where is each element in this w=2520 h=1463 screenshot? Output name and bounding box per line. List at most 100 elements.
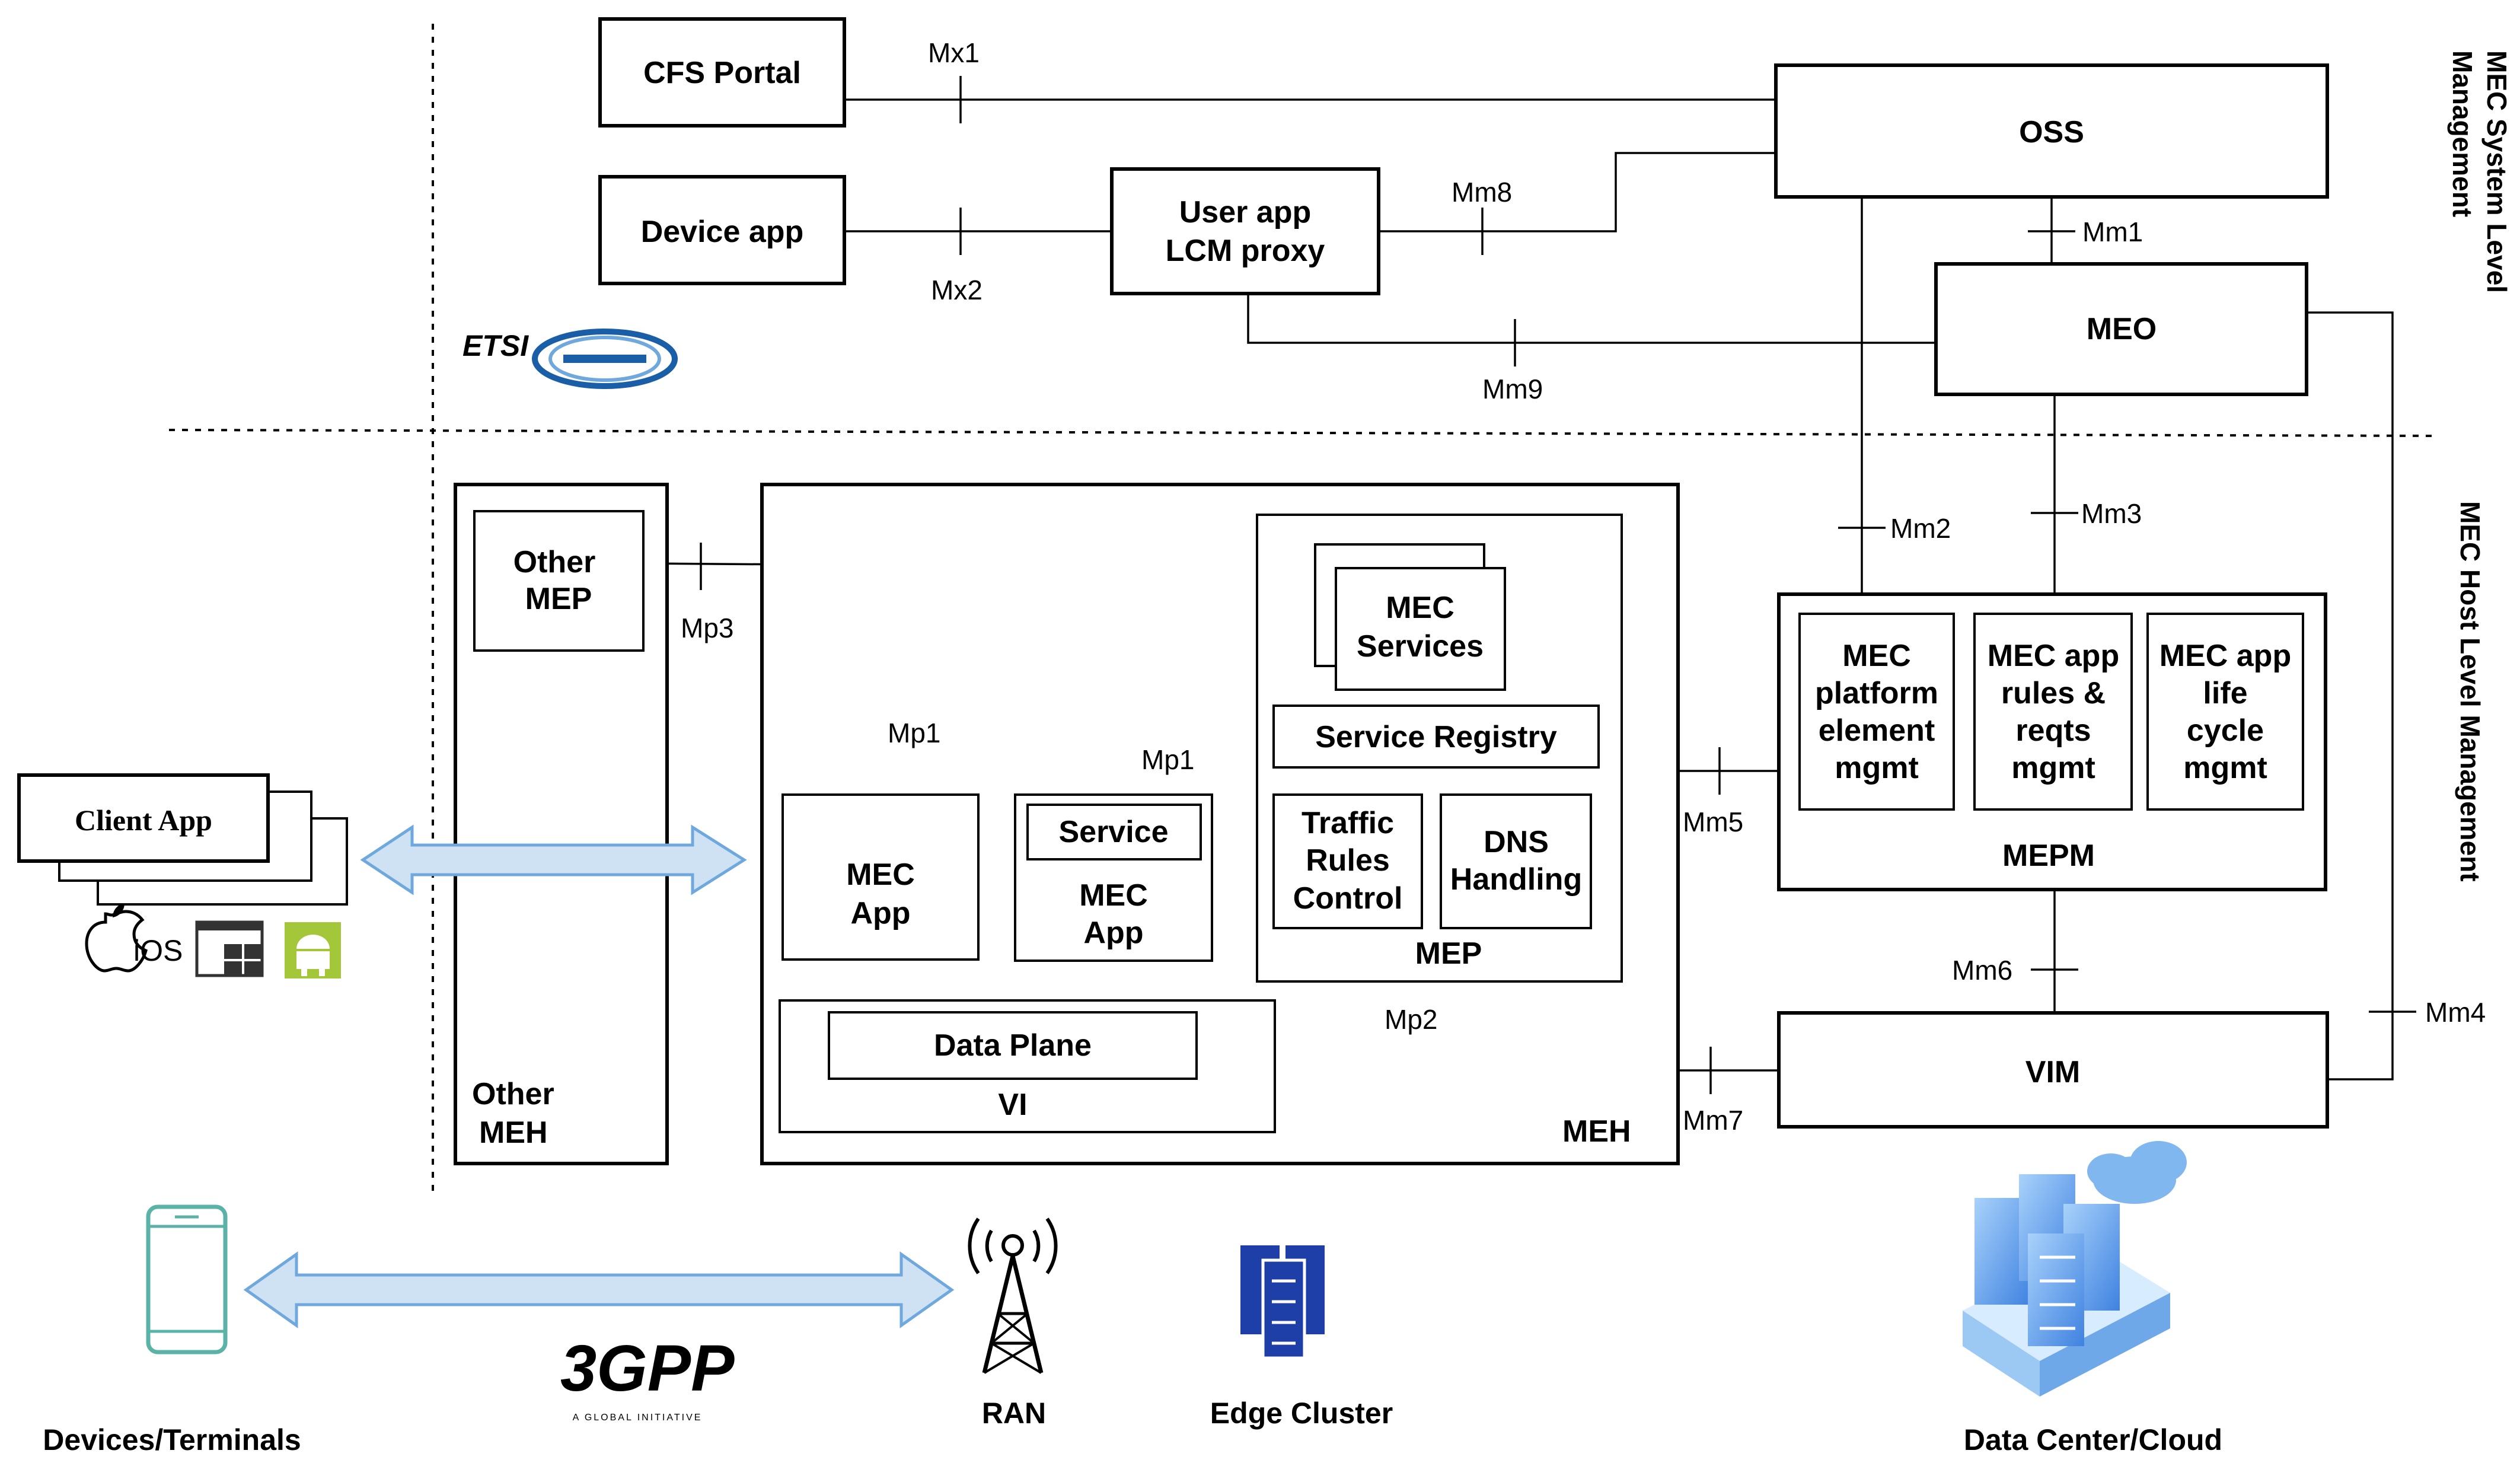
- oss-box: [1774, 63, 2329, 199]
- traffic-label-2: Rules: [1306, 843, 1390, 878]
- device-app-box: [598, 175, 846, 285]
- ios-label: iOS: [133, 934, 183, 967]
- interface-mm2-label: Mm2: [1890, 513, 1951, 544]
- interface-mm1-label: Mm1: [2082, 216, 2143, 247]
- interface-mx2-label: Mx2: [931, 275, 983, 305]
- vim-box: [1777, 1011, 2329, 1129]
- system-level-label: MEC System Level Management: [2447, 50, 2512, 293]
- traffic-rules-control-box: [1272, 793, 1423, 929]
- mec-services-box: [1335, 567, 1506, 691]
- oss-label: OSS: [2019, 115, 2084, 149]
- cfs-portal-label: CFS Portal: [643, 56, 801, 90]
- interface-mp2-label: Mp2: [1385, 1004, 1437, 1035]
- other-mep-box: [473, 510, 645, 652]
- data-plane-box: [828, 1011, 1198, 1080]
- platform-mgmt-label-1: MEC: [1842, 639, 1911, 673]
- interface-mp1-app-label: Mp1: [888, 718, 940, 748]
- service-label: Service: [1058, 815, 1168, 849]
- meh-label: MEH: [1562, 1114, 1631, 1149]
- traffic-label-1: Traffic: [1302, 806, 1394, 840]
- platform-mgmt-label-3: element: [1819, 713, 1935, 748]
- android-icon: [285, 922, 341, 978]
- device-terminal-icon: [146, 1204, 228, 1354]
- device-ran-double-arrow: [243, 1251, 955, 1328]
- other-meh-label-2: MEH: [479, 1115, 548, 1150]
- interface-mm3-label: Mm3: [2081, 498, 2142, 529]
- other-meh-label-1: Other: [472, 1077, 554, 1111]
- client-meh-double-arrow: [360, 824, 747, 895]
- other-mep-label-2: MEP: [525, 582, 592, 616]
- client-app-stack: Client App: [17, 773, 348, 906]
- svg-text:Management: Management: [2447, 50, 2478, 217]
- interface-mm7-label: Mm7: [1683, 1105, 1743, 1136]
- client-app-label: Client App: [75, 804, 212, 837]
- meo-label: MEO: [2087, 312, 2157, 346]
- lifecycle-mgmt-label-4: mgmt: [2183, 751, 2267, 785]
- interface-mm6-label: Mm6: [1952, 955, 2012, 986]
- devices-terminals-label: Devices/Terminals: [43, 1423, 301, 1456]
- interface-mm5-label: Mm5: [1683, 807, 1743, 837]
- host-level-label: MEC Host Level Management: [2455, 501, 2486, 882]
- cfs-portal-box: [598, 17, 846, 128]
- mec-services-label-1: MEC: [1386, 591, 1454, 625]
- user-app-lcm-label-2: LCM proxy: [1166, 234, 1325, 268]
- traffic-label-3: Control: [1293, 881, 1403, 916]
- interface-mm4-label: Mm4: [2425, 997, 2486, 1028]
- user-app-lcm-label-1: User app: [1179, 195, 1312, 230]
- user-app-lcm-proxy-box: [1110, 167, 1380, 295]
- data-center-cloud-icon: [1963, 1141, 2187, 1397]
- rules-mgmt-label-4: mgmt: [2011, 751, 2095, 785]
- data-plane-label: Data Plane: [934, 1028, 1092, 1063]
- svg-text:3GPP: 3GPP: [560, 1332, 735, 1405]
- interface-mm8-label: Mm8: [1452, 177, 1512, 208]
- rules-mgmt-label-2: rules &: [2001, 676, 2106, 710]
- svg-text:MEC Host Level Management: MEC Host Level Management: [2455, 501, 2486, 882]
- vi-label: VI: [998, 1088, 1027, 1122]
- interface-mm9-label: Mm9: [1482, 374, 1543, 404]
- etsi-logo: ETSI: [462, 329, 678, 389]
- 3gpp-tagline: A GLOBAL INITIATIVE: [573, 1413, 703, 1423]
- dns-label-2: Handling: [1450, 862, 1582, 897]
- device-app-label: Device app: [641, 215, 804, 249]
- dns-label-1: DNS: [1484, 825, 1549, 859]
- platform-element-mgmt-box: [1798, 613, 1955, 811]
- data-center-cloud-label: Data Center/Cloud: [1964, 1423, 2222, 1456]
- service-registry-box: [1272, 705, 1600, 769]
- rules-mgmt-label-3: reqts: [2015, 713, 2091, 748]
- platform-mgmt-label-4: mgmt: [1835, 751, 1919, 785]
- mec-app-label-2: App: [850, 896, 910, 930]
- apple-icon: [85, 903, 148, 973]
- svg-text:ETSI: ETSI: [462, 329, 529, 362]
- mep-label: MEP: [1415, 936, 1482, 971]
- app-rules-reqts-mgmt-box: [1973, 613, 2133, 811]
- mec-services-label-2: Services: [1357, 629, 1484, 664]
- service-mec-app-label-2: App: [1083, 916, 1143, 950]
- svg-text:MEC System Level: MEC System Level: [2481, 50, 2512, 293]
- 3gpp-logo: 3GPP A GLOBAL INITIATIVE: [560, 1332, 735, 1423]
- windows-icon: [195, 920, 264, 977]
- lifecycle-mgmt-label-1: MEC app: [2159, 639, 2291, 673]
- interface-mp3-label: Mp3: [681, 613, 733, 643]
- lifecycle-mgmt-label-2: life: [2203, 676, 2247, 710]
- mec-app-label-1: MEC: [846, 858, 915, 892]
- edge-cluster-icon: [1240, 1245, 1325, 1360]
- service-mec-app-label-1: MEC: [1079, 878, 1148, 913]
- lifecycle-mgmt-label-3: cycle: [2187, 713, 2264, 748]
- meo-box: [1934, 262, 2308, 396]
- interface-mp1-service-label: Mp1: [1141, 744, 1194, 775]
- other-mep-label-1: Other: [513, 545, 596, 579]
- dns-handling-box: [1440, 793, 1592, 929]
- platform-mgmt-label-2: platform: [1815, 676, 1938, 710]
- interface-mx1-label: Mx1: [928, 37, 980, 68]
- rules-mgmt-label-1: MEC app: [1988, 639, 2119, 673]
- horizontal-separator: [168, 429, 2438, 437]
- ran-tower-icon: [968, 1217, 1058, 1374]
- mepm-label: MEPM: [2002, 839, 2095, 873]
- edge-cluster-label: Edge Cluster: [1210, 1397, 1393, 1430]
- vim-label: VIM: [2025, 1055, 2080, 1089]
- app-lifecycle-mgmt-box: [2146, 613, 2304, 811]
- mec-app-box: [781, 793, 980, 961]
- service-registry-label: Service Registry: [1315, 720, 1557, 754]
- ran-label: RAN: [982, 1397, 1046, 1430]
